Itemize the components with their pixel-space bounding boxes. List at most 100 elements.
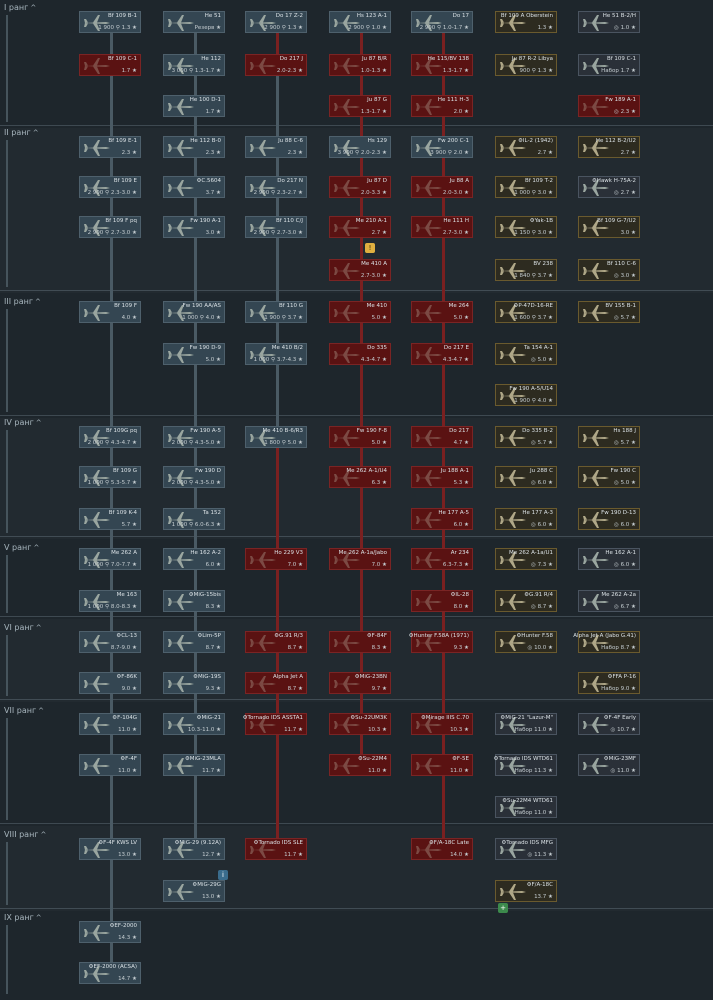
collapse-chevron-icon[interactable]: ^ — [40, 831, 47, 839]
vehicle-card[interactable]: Ju 288 C◎ 6.0 ★ — [495, 466, 557, 488]
rank-header[interactable]: IX ранг^ — [4, 913, 42, 922]
vehicle-card[interactable]: ⚙EF-2000 (ACSA)14.7 ★ — [79, 962, 141, 984]
vehicle-card[interactable]: Fw 190 C◎ 5.0 ★ — [578, 466, 640, 488]
rank-header[interactable]: II ранг^ — [4, 128, 39, 137]
vehicle-card[interactable]: ⚙MiG-29 (9.12A)12.7 ★ — [163, 838, 225, 860]
vehicle-card[interactable]: ⚙Hunter F.58A (1971)9.3 ★ — [409, 631, 473, 653]
rank-header[interactable]: I ранг^ — [4, 3, 36, 12]
vehicle-card[interactable]: Me 262 A-1a/U1◎ 7.3 ★ — [495, 548, 557, 570]
vehicle-card[interactable]: ⚙IL-2 (1942)2.7 ★ — [495, 136, 557, 158]
vehicle-card[interactable]: Hs 188 J◎ 5.7 ★ — [578, 426, 640, 448]
rank-header[interactable]: VI ранг^ — [4, 623, 42, 632]
collapse-chevron-icon[interactable]: ^ — [35, 298, 41, 306]
rank-header[interactable]: V ранг^ — [4, 543, 39, 552]
vehicle-card[interactable]: ⚙Tornado IDS MFG◎ 11.3 ★ — [495, 838, 557, 860]
vehicle-card[interactable]: Ta 154 A-1◎ 5.0 ★ — [495, 343, 557, 365]
vehicle-card[interactable]: Do 335 B-2◎ 5.7 ★ — [495, 426, 557, 448]
vehicle-card[interactable]: He 162 A-1◎ 6.0 ★ — [578, 548, 640, 570]
vehicle-card[interactable]: He 177 A-3◎ 6.0 ★ — [495, 508, 557, 530]
vehicle-card[interactable]: ⚙Hawk H-75A-2◎ 2.7 ★ — [578, 176, 640, 198]
vehicle-card[interactable]: ⚙F-4F Early◎ 10.7 ★ — [578, 713, 640, 735]
rank-header[interactable]: III ранг^ — [4, 297, 41, 306]
rank-header[interactable]: IV ранг^ — [4, 418, 42, 427]
collapse-chevron-icon[interactable]: ^ — [35, 914, 42, 922]
vehicle-card[interactable]: ⚙G.91 R/4◎ 8.7 ★ — [495, 590, 557, 612]
collapse-chevron-icon[interactable]: ^ — [35, 419, 42, 427]
vehicle-card[interactable]: Me 262 A-2a◎ 6.7 ★ — [578, 590, 640, 612]
vehicle-card[interactable]: Fw 190 D-13◎ 6.0 ★ — [578, 508, 640, 530]
vehicle-card[interactable]: BV 155 B-1◎ 5.7 ★ — [578, 301, 640, 323]
collapse-chevron-icon[interactable]: ^ — [30, 4, 37, 12]
collapse-chevron-icon[interactable]: ^ — [38, 707, 45, 715]
vehicle-card[interactable]: Alpha Jet A (Jabo G.41)Набор 8.7 ★ — [573, 631, 640, 653]
